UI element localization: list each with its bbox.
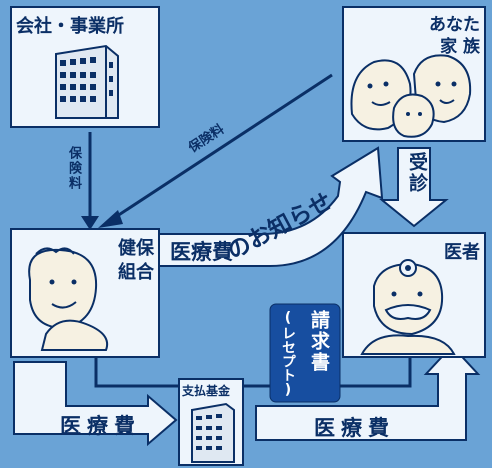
cost-arrow-right — [255, 344, 481, 441]
family-label-line1: あなた — [429, 15, 480, 35]
fund-label: 支払基金 — [182, 384, 231, 398]
notice-arrow — [157, 146, 384, 267]
fund-box: 支払基金 — [178, 378, 244, 466]
receipt-label-line1: 請求書 — [308, 310, 330, 373]
doctor-illustration-icon — [360, 259, 456, 355]
cost-left-label: 医療費 — [60, 414, 141, 438]
receipt-tag — [269, 303, 341, 403]
premium-arrow-line — [107, 73, 333, 224]
union-label-line2: 組合 — [118, 262, 154, 283]
company-label: 会社・事業所 — [16, 16, 124, 37]
company-box: 会社・事業所 — [10, 6, 160, 128]
notice-label-prefix: 医療費 — [170, 240, 233, 264]
office-building-icon — [55, 44, 119, 119]
union-staff-illustration-icon — [28, 247, 108, 351]
family-box: あなた 家 族 — [342, 6, 486, 142]
company-premium-label: 保険料 — [66, 146, 81, 191]
consultation-arrow — [379, 147, 449, 228]
cost-right-label: 医療費 — [314, 416, 395, 440]
doctor-label: 医者 — [444, 242, 480, 263]
receipt-arrow-line — [94, 348, 412, 388]
company-premium-head — [81, 216, 99, 230]
family-label-line2: 家 族 — [440, 37, 480, 57]
premium-arrow-head — [98, 210, 123, 228]
fund-building-icon — [191, 402, 235, 463]
receipt-label-line2: (レセプト) — [280, 310, 296, 398]
family-illustration-icon — [350, 54, 472, 138]
cost-arrow-left — [13, 361, 178, 447]
consultation-label: 受診 — [406, 152, 428, 194]
union-box: 健保 組合 — [10, 228, 160, 358]
union-label-line1: 健保 — [118, 238, 154, 259]
doctor-box: 医者 — [342, 232, 486, 358]
